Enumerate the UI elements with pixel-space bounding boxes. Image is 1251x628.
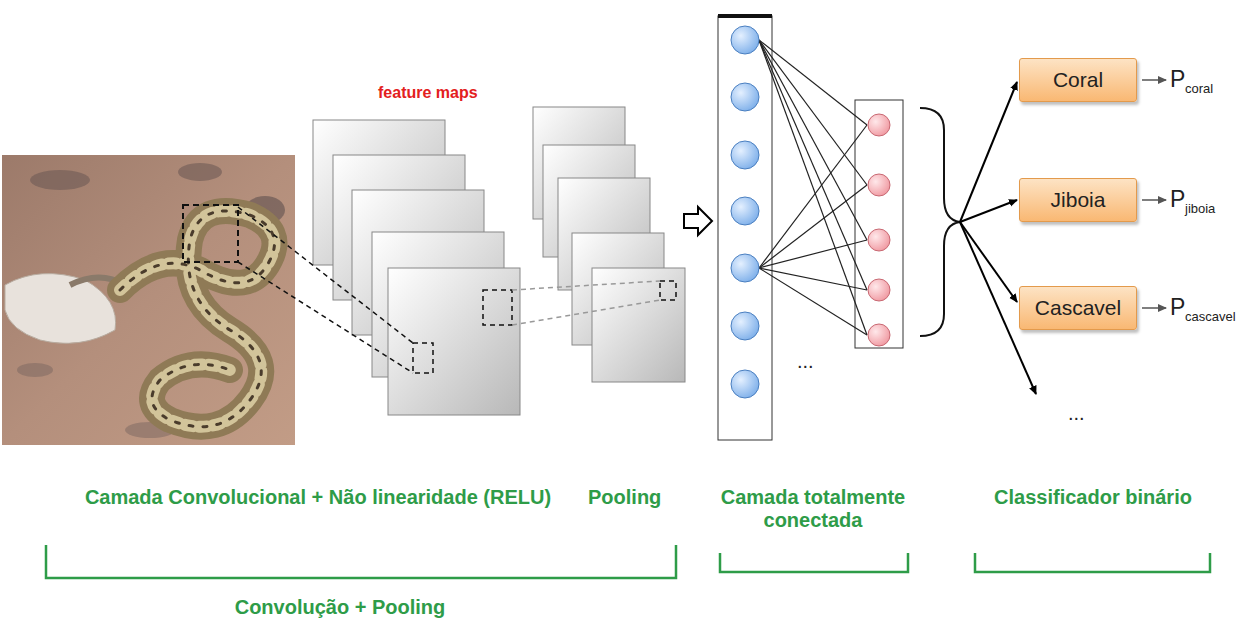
- class-box: Coral: [1019, 58, 1137, 102]
- flow-arrow: [684, 207, 712, 235]
- dense-layer: [718, 16, 903, 440]
- probability-subscript: coral: [1185, 82, 1213, 97]
- class-name: Cascavel: [1035, 296, 1121, 320]
- class-arrows: [960, 82, 1036, 394]
- section-label: Classificador binário: [994, 486, 1192, 509]
- pooled-map-stack: [533, 107, 685, 382]
- output-arrows: [1142, 80, 1166, 308]
- probability-symbol: P: [1170, 294, 1185, 320]
- class-name: Coral: [1053, 68, 1103, 92]
- section-label: Convolução + Pooling: [235, 596, 446, 619]
- snake-photo: [2, 155, 295, 445]
- feature-maps-label: feature maps: [378, 84, 478, 102]
- probability-subscript: cascavel: [1185, 310, 1236, 325]
- class-name: Jiboia: [1051, 188, 1106, 212]
- probability-symbol: P: [1170, 186, 1185, 212]
- class-box: Cascavel: [1019, 286, 1137, 330]
- receptive-field-marks: [238, 207, 676, 373]
- section-label: Camada Convolucional + Não linearidade (…: [85, 486, 551, 509]
- section-label: Pooling: [588, 486, 661, 509]
- probability-symbol: P: [1170, 66, 1185, 92]
- ellipsis: ...: [797, 350, 814, 373]
- probability-subscript: jiboia: [1185, 202, 1215, 217]
- class-box: Jiboia: [1019, 178, 1137, 222]
- section-label: Camada totalmente conectada: [713, 486, 913, 532]
- section-brackets: [46, 545, 1210, 578]
- curly-bracket: [920, 108, 960, 336]
- ellipsis: ...: [1068, 402, 1085, 425]
- feature-map-stack: [313, 120, 520, 415]
